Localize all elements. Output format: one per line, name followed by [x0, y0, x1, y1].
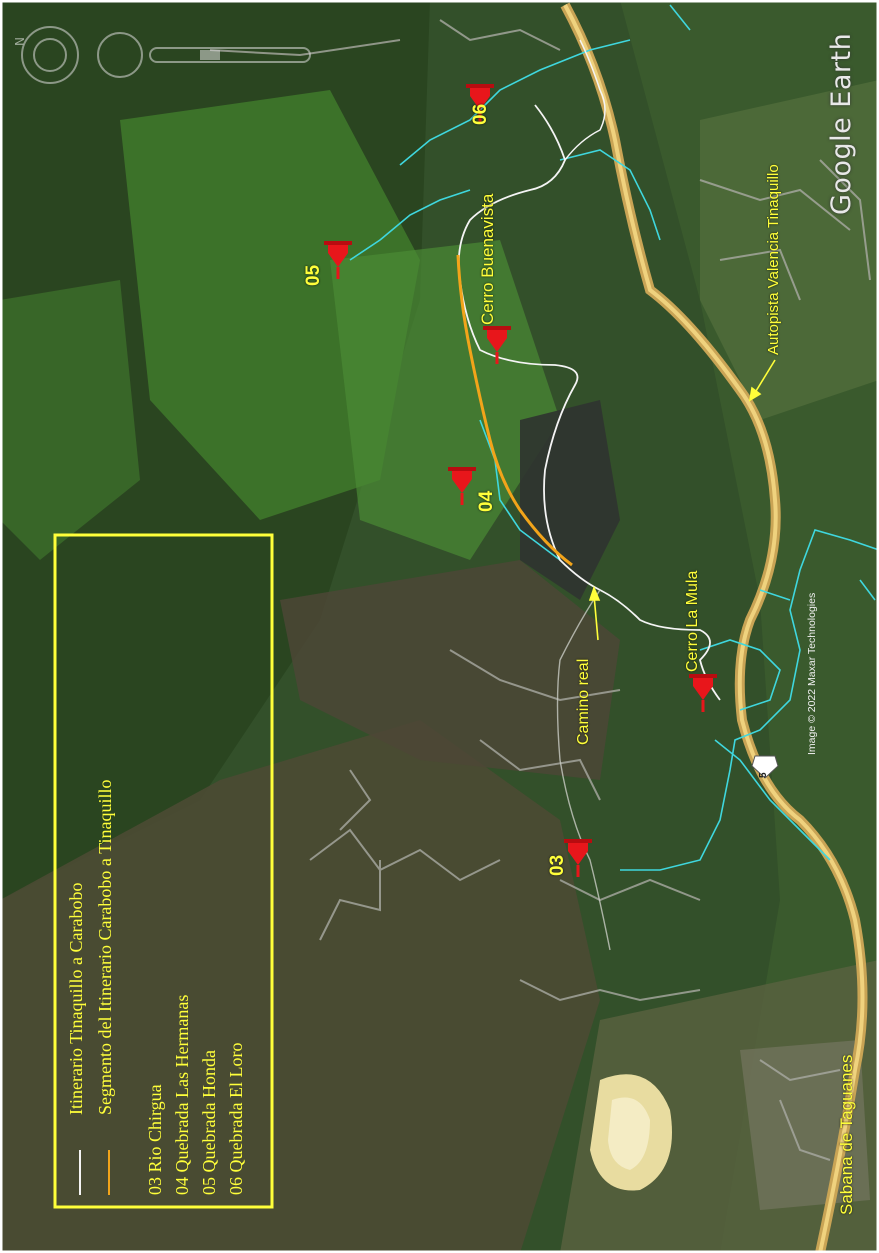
itinerary-orange-segment — [456, 254, 573, 567]
rivers — [349, 4, 879, 871]
marker-label-03: 03 — [547, 854, 568, 876]
pushpin-icon[interactable] — [483, 326, 511, 364]
terrain-dry — [0, 720, 600, 1253]
marker-label-05: 05 — [303, 264, 324, 286]
imagery-credit: Image © 2022 Maxar Technologies — [806, 592, 818, 755]
legend-item-05: 05 Quebrada Honda — [199, 1050, 219, 1195]
pushpin-icon[interactable] — [448, 467, 476, 505]
rural-roads — [209, 19, 871, 1161]
quarry-area — [608, 1097, 650, 1170]
terrain-east-fields — [700, 80, 879, 420]
legend-item-03: 03 Rio Chirgua — [145, 1084, 165, 1195]
highway-shield — [751, 755, 779, 779]
compass-icon[interactable]: N — [13, 26, 311, 84]
itinerary-white-south — [556, 589, 611, 951]
label-camino-real: Camino real — [575, 658, 592, 745]
legend-box — [53, 533, 274, 1209]
terrain-green-patch — [0, 280, 140, 560]
label-autopista: Autopista Valencia Tinaquillo — [765, 164, 782, 355]
pushpin-icon[interactable] — [564, 839, 592, 877]
marker-label-06: 06 — [470, 103, 491, 125]
marker-label-04: 04 — [476, 490, 497, 512]
pushpin-icon[interactable] — [689, 674, 717, 712]
highway-autopista-center — [563, 4, 865, 1253]
pushpin-icon[interactable] — [466, 84, 494, 122]
label-sabana-de-taguanes: Sabana de Taguanes — [837, 1054, 856, 1215]
terrain-green-patch — [120, 90, 420, 520]
legend-line-2: Segmento del Itinerario Carabobo a Tinaq… — [95, 779, 115, 1115]
legend-item-04: 04 Quebrada Las Hermanas — [172, 994, 192, 1195]
legend-item-06: 06 Quebrada El Loro — [226, 1042, 246, 1195]
label-cerro-la-mula: Cerro La Mula — [684, 570, 701, 672]
google-earth-watermark: Google Earth — [826, 32, 857, 215]
terrain-dark-area — [520, 400, 620, 600]
terrain-dry — [280, 560, 620, 780]
legend-line-1: Itinerario Tinaquillo a Carabobo — [66, 882, 86, 1115]
pushpin-icon[interactable] — [324, 241, 352, 279]
arrow-annotations — [588, 359, 776, 641]
svg-text:N: N — [13, 37, 27, 46]
label-cerro-buenavista: Cerro Buenavista — [478, 193, 497, 325]
itinerary-white-branch — [564, 39, 606, 161]
itinerary-white-route — [457, 104, 721, 701]
highway-shield-number: 5 — [758, 772, 769, 778]
